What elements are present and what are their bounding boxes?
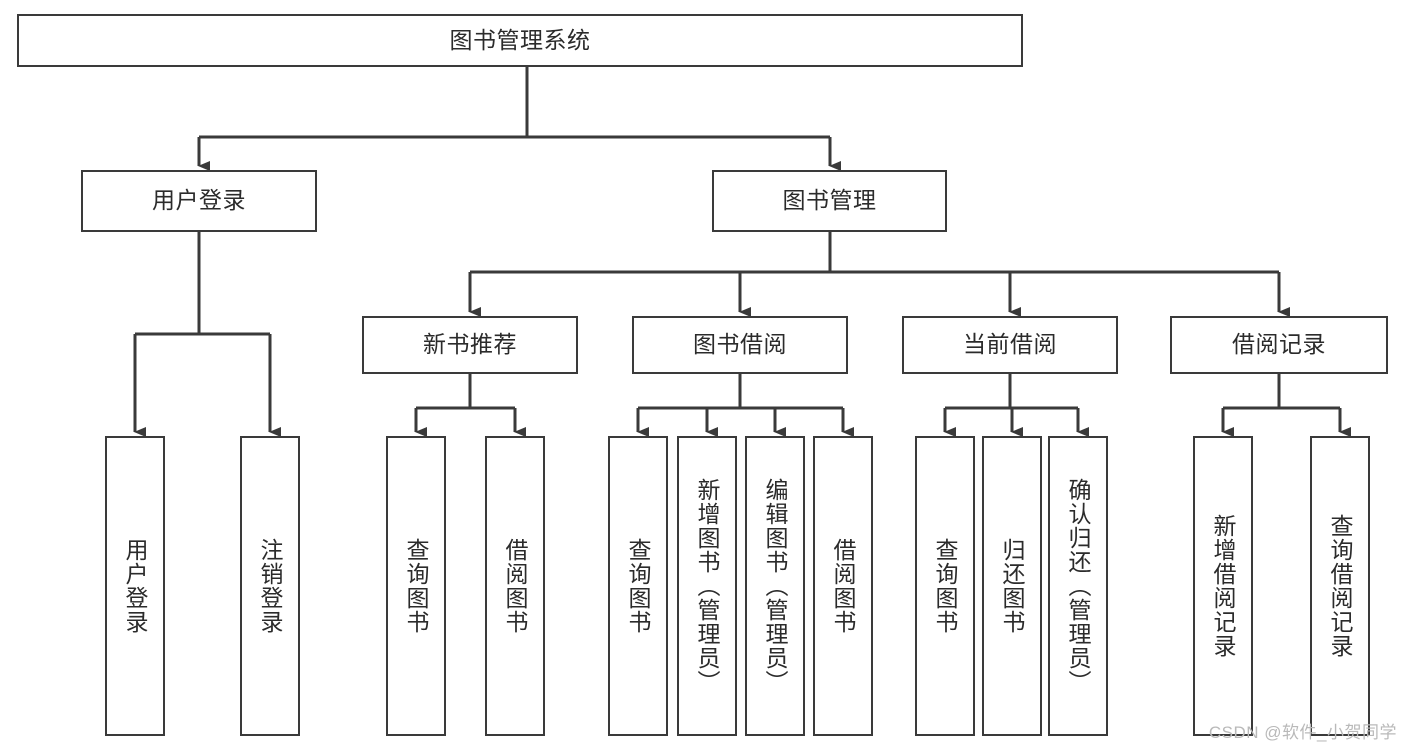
node-leaf-query-book-borrow-label: 查询图书 <box>625 538 652 634</box>
node-root-system[interactable]: 图书管理系统 <box>17 14 1023 67</box>
node-borrow-record[interactable]: 借阅记录 <box>1170 316 1388 374</box>
node-book-management[interactable]: 图书管理 <box>712 170 947 232</box>
edge-book-borrow-to-leaves <box>636 374 854 437</box>
node-leaf-user-login-label: 用户登录 <box>122 538 149 634</box>
edge-borrow-record-to-leaves <box>1221 374 1351 437</box>
edge-user-login-to-leaves <box>133 232 281 437</box>
node-current-borrow[interactable]: 当前借阅 <box>902 316 1118 374</box>
node-leaf-return-book-label: 归还图书 <box>999 538 1026 634</box>
node-book-management-label: 图书管理 <box>782 187 877 214</box>
node-leaf-add-borrow-record-label: 新增借阅记录 <box>1210 514 1237 658</box>
node-leaf-return-book[interactable]: 归还图书 <box>982 436 1042 736</box>
node-leaf-borrow-book-label: 借阅图书 <box>830 538 857 634</box>
node-leaf-query-borrow-record-label: 查询借阅记录 <box>1327 514 1354 658</box>
node-leaf-query-book-current-label: 查询图书 <box>932 538 959 634</box>
node-leaf-edit-book-admin-label: 编辑图书（管理员） <box>762 478 789 694</box>
edge-new-book-recommend-to-leaves <box>414 374 526 437</box>
edge-current-borrow-to-leaves <box>943 374 1089 437</box>
node-current-borrow-label: 当前借阅 <box>963 331 1057 358</box>
node-leaf-query-book-rec[interactable]: 查询图书 <box>386 436 446 736</box>
node-user-login-label: 用户登录 <box>152 187 246 214</box>
node-book-borrow-label: 图书借阅 <box>693 331 787 358</box>
node-leaf-edit-book-admin[interactable]: 编辑图书（管理员） <box>745 436 805 736</box>
node-leaf-confirm-return-admin[interactable]: 确认归还（管理员） <box>1048 436 1108 736</box>
edge-book-management-to-level3 <box>468 232 1290 317</box>
node-leaf-user-logout-label: 注销登录 <box>257 538 284 634</box>
node-leaf-user-logout[interactable]: 注销登录 <box>240 436 300 736</box>
node-new-book-recommend-label: 新书推荐 <box>423 331 517 358</box>
node-leaf-query-book-rec-label: 查询图书 <box>403 538 430 634</box>
node-leaf-add-book-admin-label: 新增图书（管理员） <box>694 478 721 694</box>
node-new-book-recommend[interactable]: 新书推荐 <box>362 316 578 374</box>
node-leaf-borrow-book[interactable]: 借阅图书 <box>813 436 873 736</box>
edge-root-to-level2 <box>197 67 841 171</box>
node-leaf-borrow-book-rec-label: 借阅图书 <box>502 538 529 634</box>
node-root-system-label: 图书管理系统 <box>449 26 591 53</box>
node-leaf-borrow-book-rec[interactable]: 借阅图书 <box>485 436 545 736</box>
node-leaf-confirm-return-admin-label: 确认归还（管理员） <box>1065 478 1092 694</box>
node-leaf-query-book-borrow[interactable]: 查询图书 <box>608 436 668 736</box>
node-leaf-add-book-admin[interactable]: 新增图书（管理员） <box>677 436 737 736</box>
node-leaf-add-borrow-record[interactable]: 新增借阅记录 <box>1193 436 1253 736</box>
node-user-login[interactable]: 用户登录 <box>81 170 317 232</box>
node-book-borrow[interactable]: 图书借阅 <box>632 316 848 374</box>
node-leaf-query-book-current[interactable]: 查询图书 <box>915 436 975 736</box>
node-leaf-user-login[interactable]: 用户登录 <box>105 436 165 736</box>
node-leaf-query-borrow-record[interactable]: 查询借阅记录 <box>1310 436 1370 736</box>
node-borrow-record-label: 借阅记录 <box>1232 331 1326 358</box>
